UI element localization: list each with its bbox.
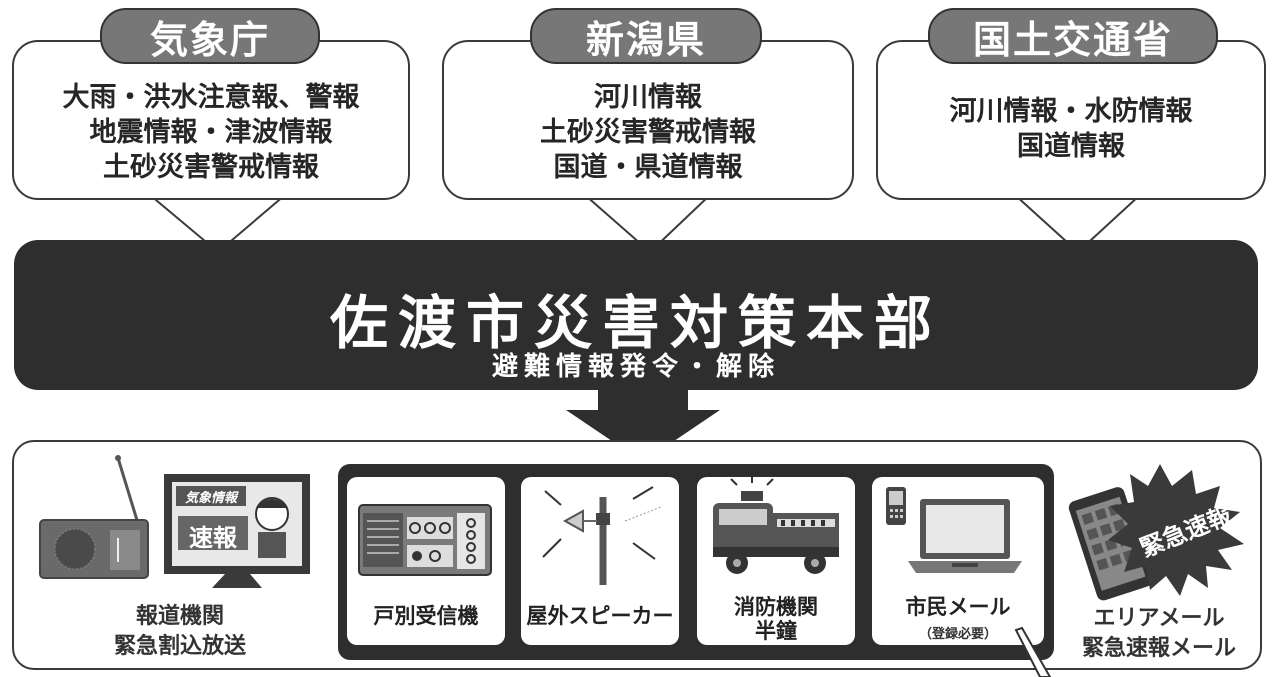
- hq-title: 佐渡市災害対策本部: [329, 289, 942, 357]
- media-label-line1: 報道機関: [135, 604, 224, 629]
- source-line: 河川情報: [594, 82, 702, 113]
- outdoor-speaker-icon: [542, 486, 662, 585]
- card-home-receiver: 戸別受信機: [347, 477, 505, 645]
- alert-burst-shape: [1108, 464, 1244, 596]
- card-fire-dept-label-line1: 消防機関: [734, 595, 818, 619]
- tv-flash-text: 速報: [189, 524, 237, 552]
- source-lines-niigata: 河川情報 土砂災害警戒情報 国道・県道情報: [444, 80, 852, 185]
- media-label-line2: 緊急割込放送: [113, 634, 246, 659]
- card-home-receiver-label: 戸別受信機: [373, 604, 479, 628]
- source-line: 河川情報・水防情報: [949, 96, 1193, 127]
- source-line: 国道情報: [1017, 131, 1125, 162]
- tv-caption: 気象情報: [184, 491, 237, 506]
- media-label: 報道機関 緊急割込放送: [80, 602, 280, 662]
- radio-icon: [39, 455, 149, 579]
- area-mail-label: エリアメール 緊急速報メール: [1066, 604, 1252, 664]
- card-outdoor-speaker-label: 屋外スピーカー: [526, 604, 674, 628]
- card-outdoor-speaker: 屋外スピーカー: [521, 477, 679, 645]
- arrow-hq-to-channels: [566, 384, 720, 462]
- home-receiver-icon: [358, 504, 492, 576]
- source-line: 国道・県道情報: [553, 152, 743, 183]
- source-line: 土砂災害警戒情報: [103, 152, 319, 183]
- card-citizen-mail-label: 市民メール: [905, 595, 1011, 619]
- source-title-mlit: 国土交通省: [928, 8, 1218, 64]
- area-mail-label-line2: 緊急速報メール: [1081, 636, 1236, 661]
- source-lines-jma: 大雨・洪水注意報、警報 地震情報・津波情報 土砂災害警戒情報: [14, 80, 408, 185]
- fire-truck-icon: [713, 477, 839, 574]
- source-lines-mlit: 河川情報・水防情報 国道情報: [878, 94, 1264, 164]
- card-fire-dept: 消防機関 半鐘: [697, 477, 855, 645]
- source-box-mlit: 河川情報・水防情報 国道情報: [876, 40, 1266, 200]
- hq-subtitle: 避難情報発令・解除: [491, 352, 780, 382]
- source-title-niigata: 新潟県: [530, 8, 762, 64]
- source-title-jma: 気象庁: [100, 8, 320, 64]
- card-citizen-mail: 市民メール （登録必要）: [872, 477, 1044, 645]
- source-line: 大雨・洪水注意報、警報: [62, 82, 360, 113]
- card-fire-dept-label: 消防機関 半鐘: [697, 595, 855, 643]
- card-fire-dept-label-line2: 半鐘: [755, 619, 797, 643]
- source-line: 地震情報・津波情報: [89, 117, 333, 148]
- card-citizen-mail-note: （登録必要）: [918, 627, 997, 642]
- tv-icon: [164, 474, 310, 588]
- source-line: 土砂災害警戒情報: [540, 117, 756, 148]
- hq-banner: 佐渡市災害対策本部 避難情報発令・解除: [14, 240, 1258, 390]
- area-mail-label-line1: エリアメール: [1093, 606, 1225, 631]
- source-box-niigata: 河川情報 土砂災害警戒情報 国道・県道情報: [442, 40, 854, 200]
- mail-devices-icon: [886, 487, 1022, 573]
